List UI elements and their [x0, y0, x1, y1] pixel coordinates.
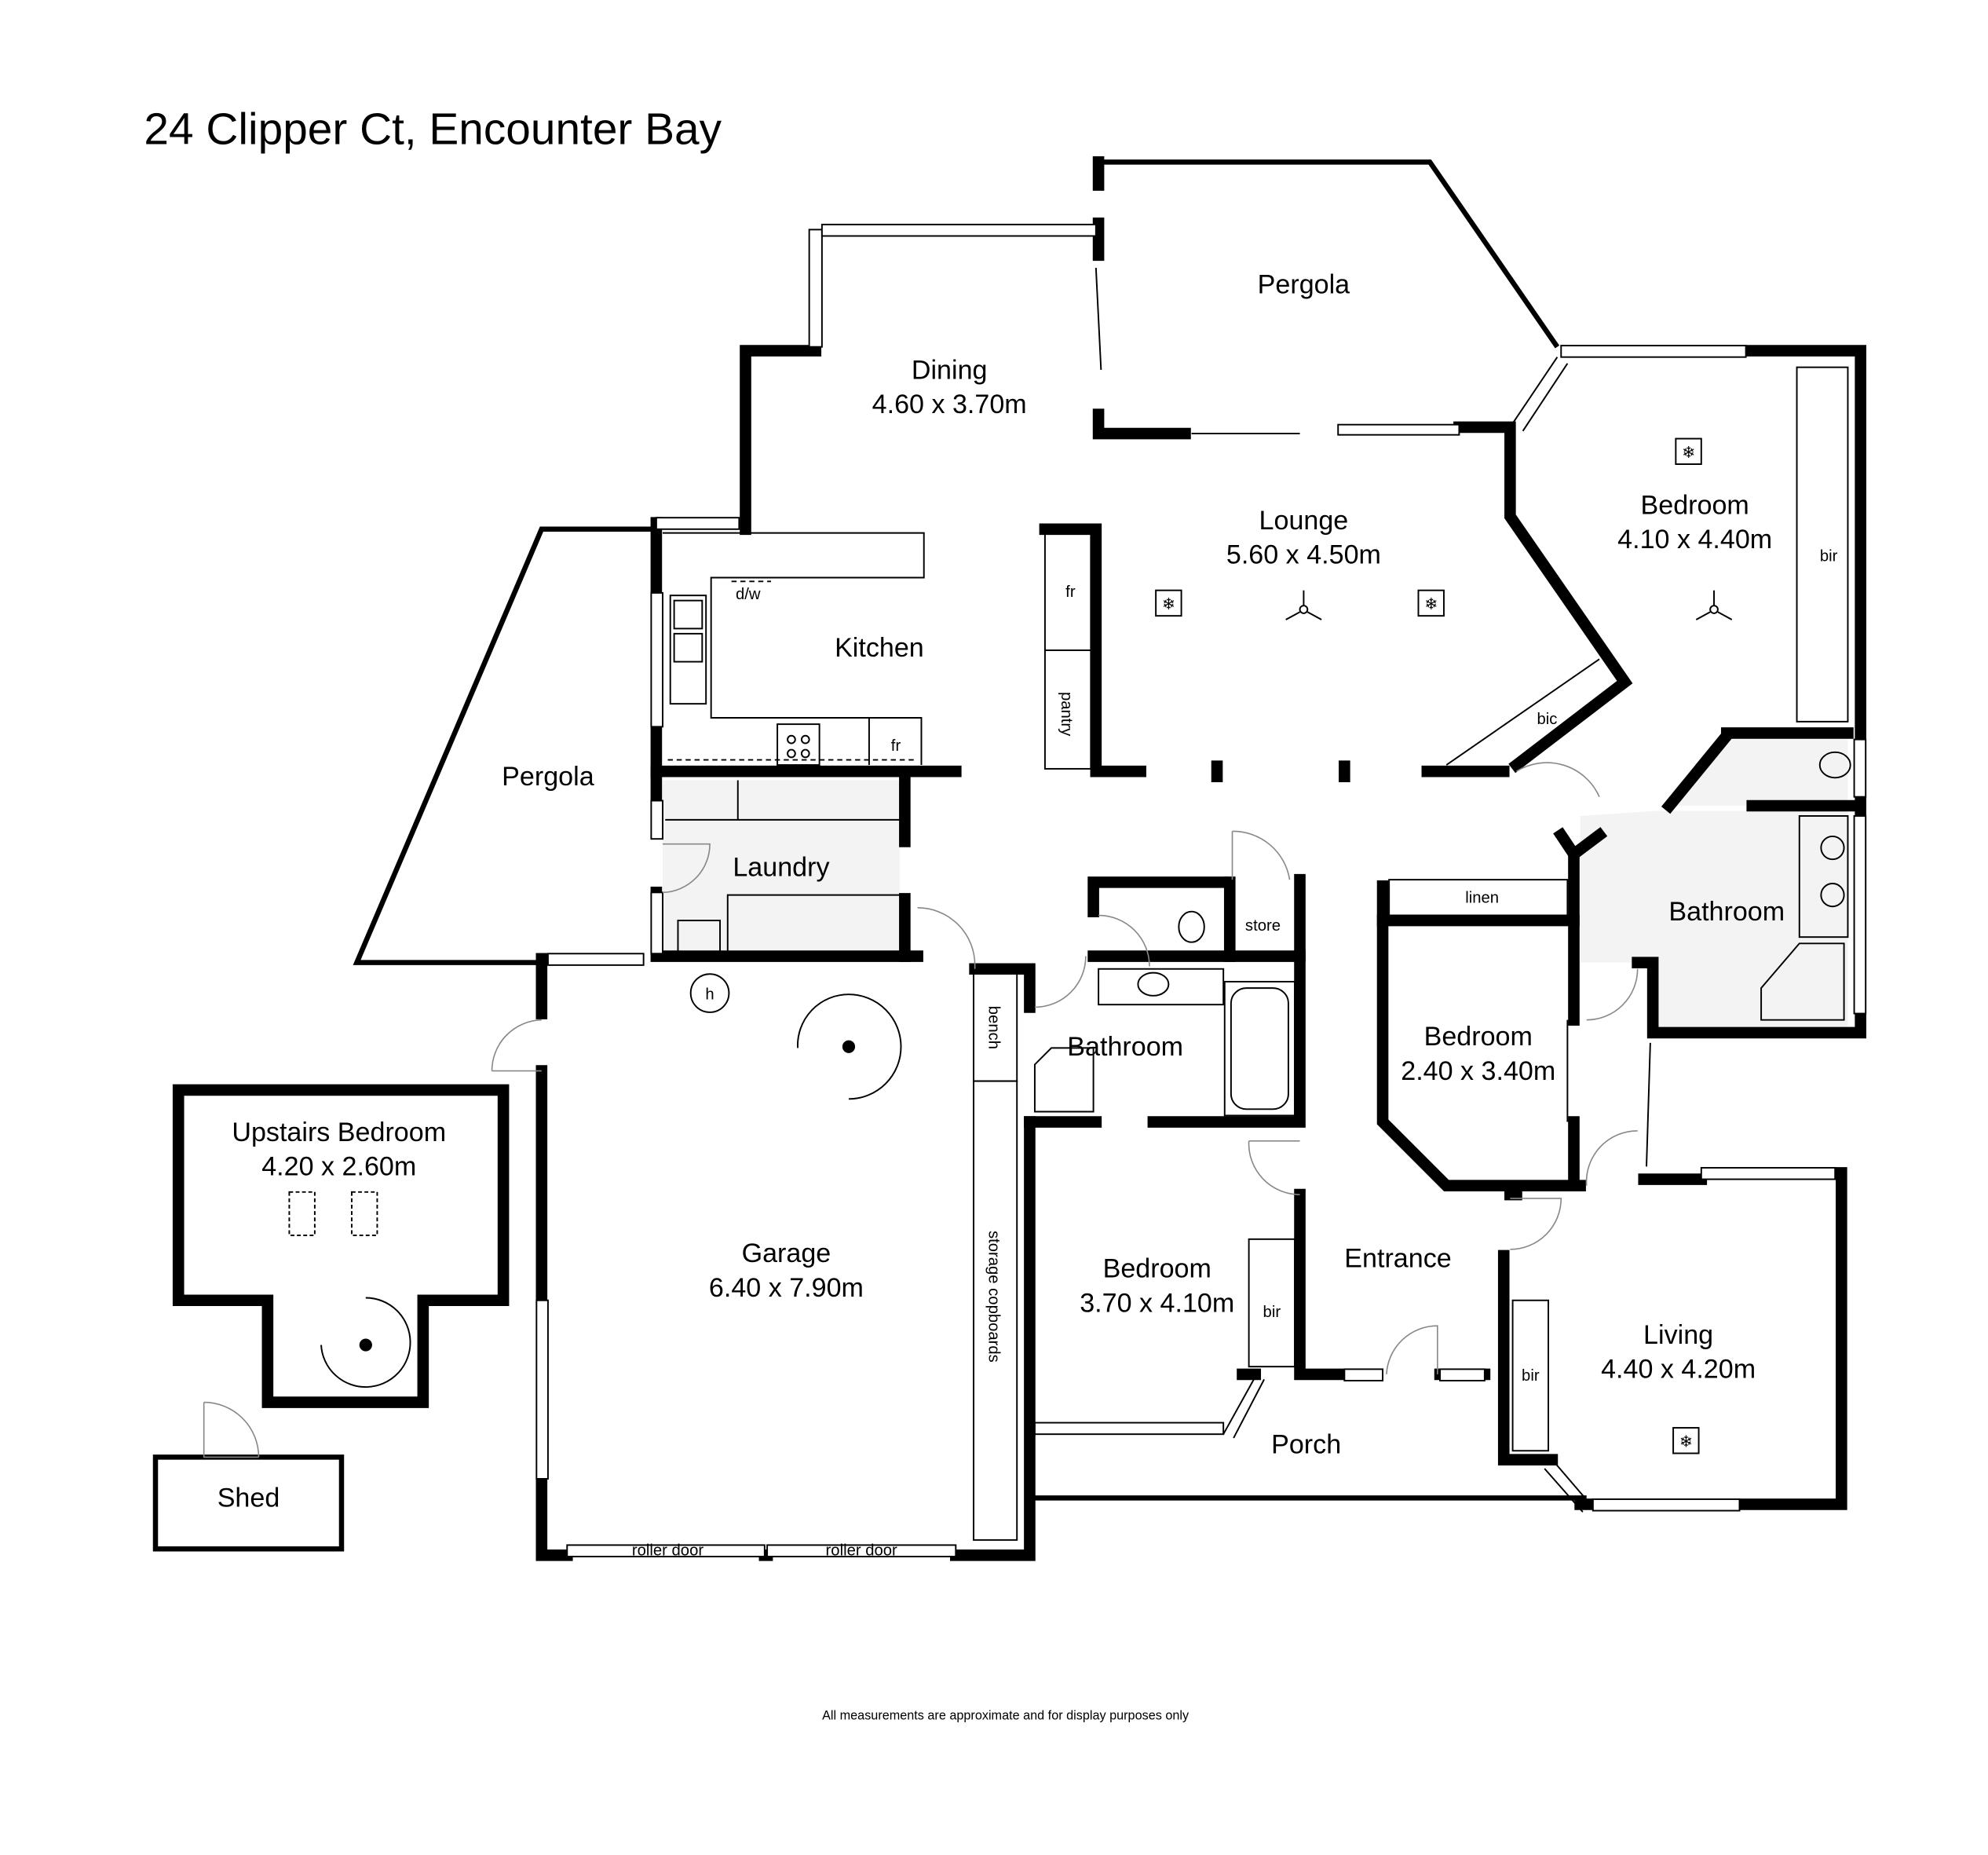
- room-name: Pergola: [502, 762, 594, 792]
- dishwasher-label: d/w: [736, 586, 761, 603]
- pergola-outlines: [353, 159, 1587, 1501]
- roller-door-label: roller door: [632, 1542, 703, 1559]
- room-dims: 3.70 x 4.10m: [1080, 1288, 1234, 1318]
- air-vent-icon: ❄: [1155, 589, 1182, 617]
- room-name: Kitchen: [835, 633, 924, 663]
- store-label: store: [1245, 917, 1281, 935]
- air-vent-icon: ❄: [1417, 589, 1445, 617]
- room-name: Upstairs Bedroom: [232, 1118, 446, 1147]
- ceiling-fan-icon: [1285, 590, 1322, 620]
- room-labels: Pergola Dining 4.60 x 3.70m Lounge 5.60 …: [217, 270, 1785, 1513]
- room-name: Shed: [217, 1484, 280, 1513]
- hot-water-icon: [689, 973, 730, 1013]
- room-name: Bathroom: [1067, 1032, 1183, 1062]
- air-vent-icon: ❄: [1675, 437, 1702, 465]
- spiral-stair-icon: [797, 993, 902, 1100]
- fixture-labels: d/w fr fr pantry bic bir linen store ben…: [632, 547, 1838, 1559]
- svg-text:❄: ❄: [1424, 596, 1438, 613]
- svg-text:❄: ❄: [1682, 445, 1695, 462]
- roller-door-label: roller door: [826, 1542, 897, 1559]
- room-name: Living: [1643, 1320, 1713, 1350]
- skylight-icon: [288, 1191, 316, 1236]
- linen-label: linen: [1465, 889, 1499, 906]
- room-name: Bathroom: [1668, 897, 1785, 927]
- room-name: Dining: [912, 355, 988, 385]
- skylight-icon: [350, 1191, 378, 1236]
- room-name: Bedroom: [1641, 490, 1749, 520]
- windows: [535, 223, 1867, 1557]
- hot-water-label: h: [705, 986, 714, 1004]
- pantry-label: pantry: [1058, 692, 1075, 737]
- bir-label: bir: [1820, 547, 1838, 565]
- kitchen-cabinets: [663, 532, 1092, 957]
- room-dims: 4.40 x 4.20m: [1601, 1355, 1756, 1385]
- room-name: Bedroom: [1424, 1022, 1533, 1052]
- storage-label: storage copboards: [985, 1231, 1003, 1363]
- ceiling-fan-icon: [1695, 590, 1733, 620]
- walls: [152, 156, 1866, 1561]
- room-name: Lounge: [1259, 506, 1349, 536]
- property-title: 24 Clipper Ct, Encounter Bay: [144, 105, 722, 155]
- room-name: Pergola: [1258, 270, 1350, 300]
- bir-label: bir: [1522, 1367, 1540, 1385]
- svg-text:❄: ❄: [1162, 596, 1175, 613]
- bathroom-fixtures: [1033, 366, 1851, 1117]
- wet-area-shading: [663, 739, 1848, 1026]
- room-dims: 2.40 x 3.40m: [1401, 1056, 1555, 1086]
- ceiling-fixtures: ❄ ❄ ❄ ❄: [288, 437, 1733, 1454]
- room-dims: 4.20 x 2.60m: [261, 1152, 416, 1182]
- bir-label: bir: [1263, 1304, 1281, 1321]
- bic-label: bic: [1537, 711, 1557, 728]
- doors: [203, 268, 1651, 1458]
- room-dims: 4.10 x 4.40m: [1617, 525, 1772, 554]
- room-dims: 5.60 x 4.50m: [1226, 540, 1381, 570]
- svg-text:❄: ❄: [1679, 1433, 1693, 1451]
- bench-label: bench: [985, 1006, 1003, 1049]
- disclaimer-note: All measurements are approximate and for…: [822, 1709, 1190, 1723]
- room-dims: 6.40 x 7.90m: [709, 1273, 864, 1303]
- air-vent-icon: ❄: [1672, 1427, 1700, 1454]
- room-name: Garage: [742, 1238, 831, 1268]
- room-name: Porch: [1271, 1430, 1341, 1460]
- spiral-stair-icon: [320, 1297, 411, 1389]
- built-in-cupboards: [973, 658, 1600, 1541]
- room-name: Laundry: [733, 852, 829, 882]
- room-name: Entrance: [1344, 1244, 1451, 1274]
- fridge-label: fr: [891, 737, 901, 755]
- room-name: Bedroom: [1103, 1254, 1211, 1284]
- fridge-label: fr: [1065, 584, 1076, 601]
- room-dims: 4.60 x 3.70m: [872, 390, 1027, 419]
